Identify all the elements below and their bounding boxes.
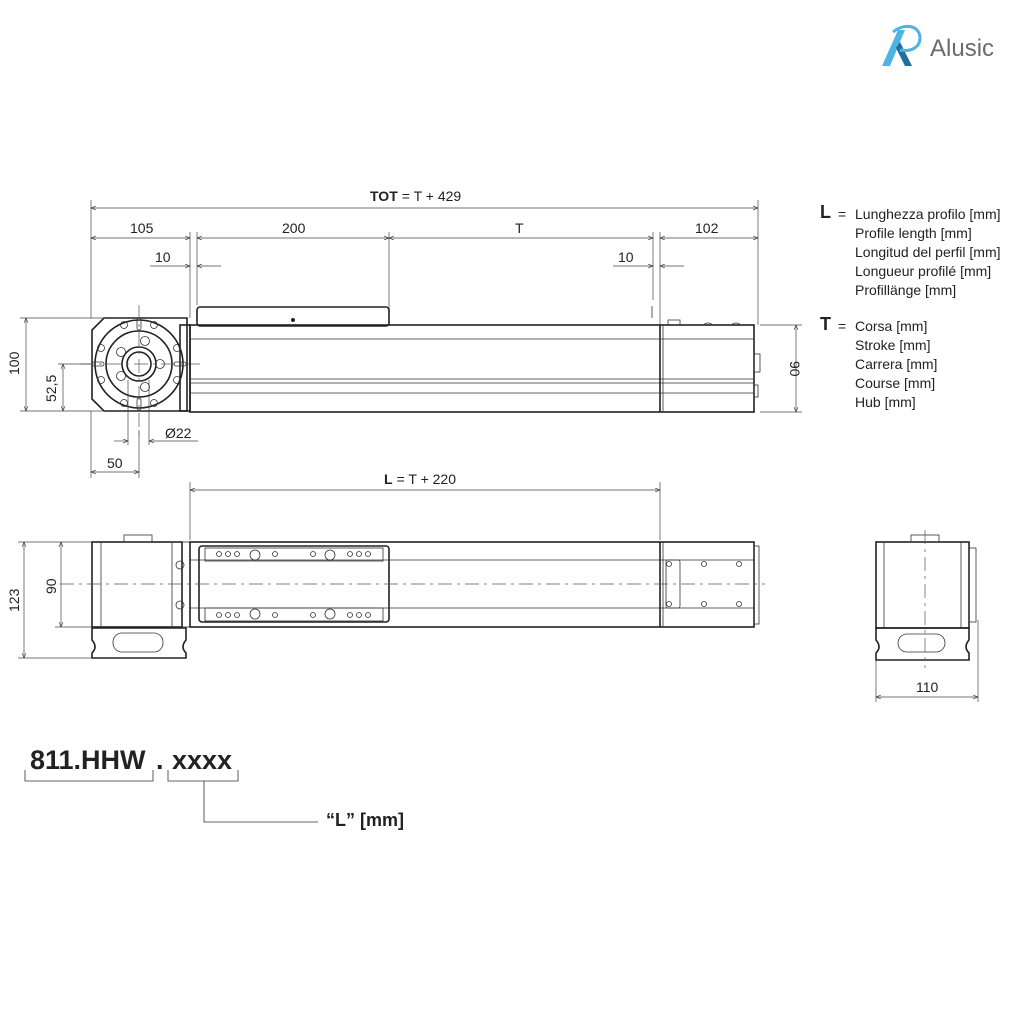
legend-t-line: Stroke [mm] <box>855 337 931 353</box>
legend-l-line: Lunghezza profilo [mm] <box>855 206 1001 222</box>
l-expression: = T + 220 <box>397 471 457 487</box>
dim-dia-22: Ø22 <box>165 425 192 441</box>
top-view: TOT= T + 429 105 200 T 102 10 10 <box>6 188 803 478</box>
dim-110: 110 <box>916 679 939 695</box>
dim-90-top: 90 <box>787 361 803 377</box>
order-code-brackets <box>24 770 318 823</box>
l-label: L <box>384 471 393 487</box>
dim-50: 50 <box>107 455 123 471</box>
legend-l-line: Profile length [mm] <box>855 225 972 241</box>
order-code-meaning: “L” [mm] <box>326 810 404 830</box>
svg-text:TOT= T + 429: TOT= T + 429 <box>370 188 461 204</box>
dim-123: 123 <box>6 588 22 612</box>
legend-t-eq: = <box>838 318 847 334</box>
order-code-prefix: 811.HHW <box>30 745 146 775</box>
legend-t-line: Hub [mm] <box>855 394 916 410</box>
legend-t-line: Corsa [mm] <box>855 318 928 334</box>
front-view: L= T + 220 <box>6 471 765 659</box>
legend-t-key: T <box>820 314 831 334</box>
dim-102: 102 <box>695 220 719 236</box>
tot-label: TOT <box>370 188 398 204</box>
brand-name: Alusic <box>930 35 995 62</box>
legend-l-line: Longueur profilé [mm] <box>855 263 992 279</box>
legend-l-key: L <box>820 202 831 222</box>
alusic-logo-icon <box>882 24 922 66</box>
dim-t: T <box>515 220 524 236</box>
tot-expression: = T + 429 <box>402 188 462 204</box>
end-view: 110 <box>875 530 978 702</box>
svg-text:L= T + 220: L= T + 220 <box>384 471 456 487</box>
dim-90-front: 90 <box>43 578 59 594</box>
order-code-separator: . <box>156 745 164 775</box>
dim-10-right: 10 <box>618 249 634 265</box>
dim-100: 100 <box>6 351 22 375</box>
legend-t-line: Course [mm] <box>855 375 936 391</box>
dim-10-left: 10 <box>155 249 171 265</box>
dim-105: 105 <box>130 220 154 236</box>
dim-52-5: 52,5 <box>43 375 59 402</box>
order-code-variable: xxxx <box>172 745 233 775</box>
legend-l-eq: = <box>838 206 847 222</box>
dim-200: 200 <box>282 220 306 236</box>
legend-t-line: Carrera [mm] <box>855 356 938 372</box>
legend-l-line: Longitud del perfil [mm] <box>855 244 1001 260</box>
legend-l-line: Profillänge [mm] <box>855 282 957 298</box>
